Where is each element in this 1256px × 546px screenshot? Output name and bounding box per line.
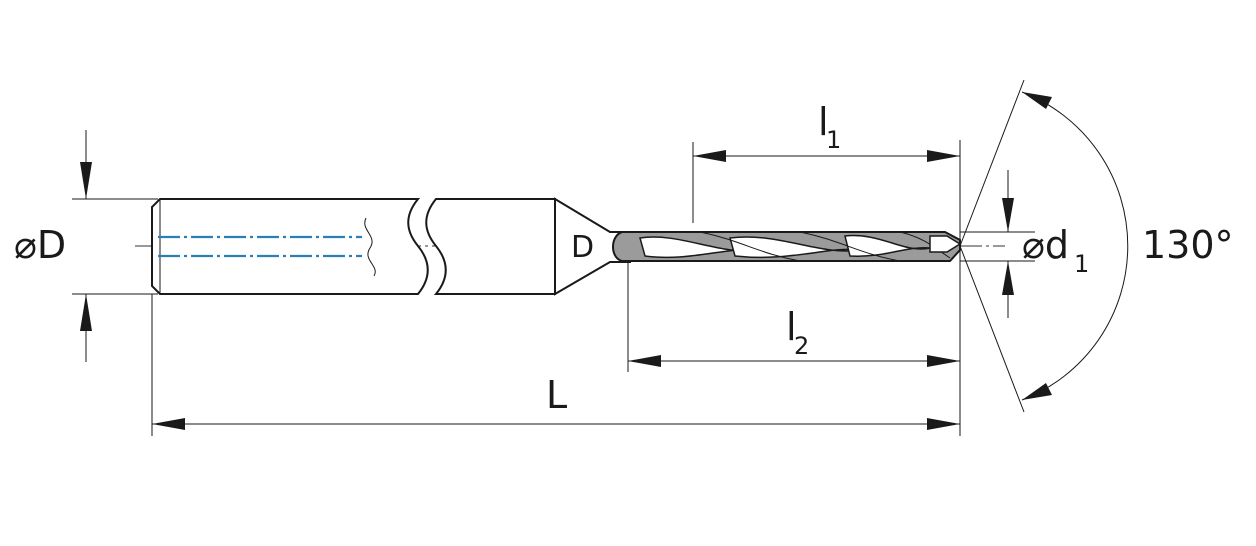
drill-diameter-label: ⌀d (1022, 223, 1069, 267)
shank-left-section (151, 198, 429, 295)
l1-label: l (818, 100, 829, 144)
overall-length-label: L (546, 373, 567, 417)
dimension-arrow-icon (1002, 198, 1014, 232)
shank-diameter-dimension (72, 130, 158, 362)
coolant-channels (158, 217, 376, 277)
dimension-arrow-icon (927, 418, 960, 430)
point-angle-label: 130° (1142, 223, 1234, 267)
shank-right-section (425, 197, 631, 296)
dimension-arrow-icon (628, 355, 661, 367)
dimension-arrow-icon (693, 150, 726, 162)
drill-diameter-dimension (960, 170, 1035, 318)
flute-length-l1-dimension (692, 142, 960, 223)
dimension-arrow-icon (927, 355, 960, 367)
dimension-arrow-icon (152, 418, 185, 430)
l2-label: l (786, 305, 797, 349)
shank-marking: D (571, 230, 594, 265)
l2-subscript: 2 (794, 332, 809, 360)
overall-length-dimension (151, 140, 961, 436)
point-angle-dimension (959, 79, 1129, 413)
length-l2-dimension (627, 262, 960, 372)
dimension-arrow-icon (1022, 383, 1052, 400)
shank-diameter-label: ⌀D (14, 223, 66, 267)
l1-subscript: 1 (826, 126, 841, 154)
d1-subscript: 1 (1074, 250, 1089, 278)
dimension-arrow-icon (1022, 92, 1052, 109)
fluted-drill-body (612, 231, 962, 262)
dimension-arrow-icon (80, 162, 92, 199)
dimension-arrow-icon (1002, 261, 1014, 295)
dimension-arrow-icon (927, 150, 960, 162)
dimension-arrow-icon (80, 294, 92, 331)
